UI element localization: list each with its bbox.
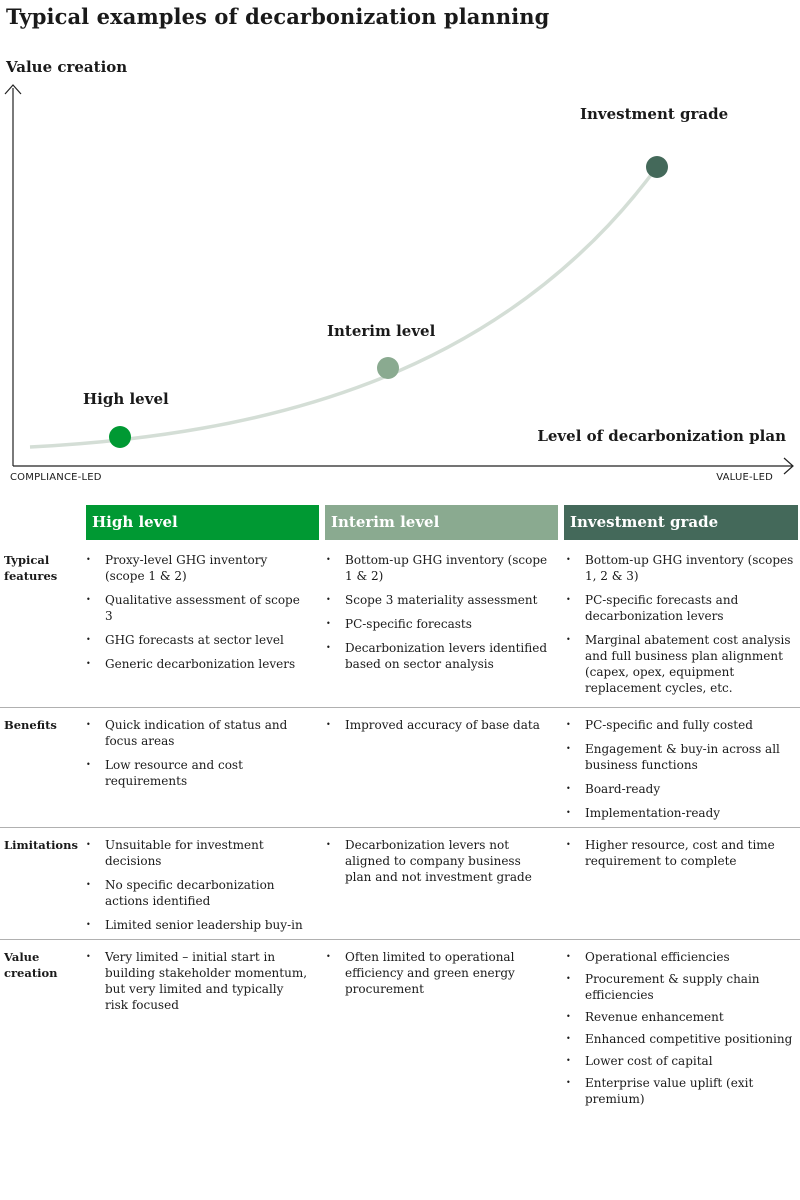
- header-high-level: High level: [86, 505, 319, 540]
- cell-benefits-interim-level: Improved accuracy of base data: [326, 717, 548, 741]
- x-axis-end-label: VALUE-LED: [716, 472, 773, 483]
- list-item: Decarbonization levers not aligned to co…: [326, 837, 548, 885]
- list-item: Implementation-ready: [566, 805, 798, 821]
- x-axis-arrow: [783, 457, 794, 475]
- bullet-list: Higher resource, cost and time requireme…: [566, 837, 798, 869]
- y-axis-arrow: [4, 84, 22, 95]
- header-interim-level: Interim level: [325, 505, 558, 540]
- column-headers: High level Interim level Investment grad…: [0, 505, 800, 540]
- bullet-list: Bottom-up GHG inventory (scopes 1, 2 & 3…: [566, 552, 798, 696]
- bullet-list: Unsuitable for investment decisions No sp…: [86, 837, 308, 933]
- list-item: Higher resource, cost and time requireme…: [566, 837, 798, 869]
- row-label: Value creation: [4, 950, 58, 980]
- interim-level-point: [377, 357, 399, 379]
- row-typical-features: Typical features Proxy-level GHG inventor…: [0, 543, 800, 707]
- list-item: Generic decarbonization levers: [86, 656, 308, 672]
- investment-grade-point: [646, 156, 668, 178]
- list-item: Marginal abatement cost analysis and ful…: [566, 632, 798, 696]
- list-item: Bottom-up GHG inventory (scope 1 & 2): [326, 552, 548, 584]
- cell-typical-features-investment-grade: Bottom-up GHG inventory (scopes 1, 2 & 3…: [566, 552, 798, 704]
- high-level-point-label: High level: [83, 390, 169, 408]
- bullet-list: PC-specific and fully costedEngagement &…: [566, 717, 798, 821]
- list-item: Proxy-level GHG inventory (scope 1 & 2): [86, 552, 308, 584]
- header-investment-grade: Investment grade: [564, 505, 798, 540]
- list-item: Board-ready: [566, 781, 798, 797]
- list-item: Procurement & supply chain efficiencies: [566, 971, 798, 1003]
- list-item: Qualitative assessment of scope 3: [86, 592, 308, 624]
- list-item: PC-specific forecasts: [326, 616, 548, 632]
- investment-grade-point-label: Investment grade: [580, 105, 729, 123]
- list-item: Revenue enhancement: [566, 1009, 798, 1025]
- list-item: Bottom-up GHG inventory (scopes 1, 2 & 3…: [566, 552, 798, 584]
- bullet-list: Decarbonization levers not aligned to co…: [326, 837, 548, 885]
- list-item: Engagement & buy-in across all business …: [566, 741, 798, 773]
- y-axis-label: Value creation: [6, 58, 128, 76]
- list-item: PC-specific and fully costed: [566, 717, 798, 733]
- cell-benefits-investment-grade: PC-specific and fully costedEngagement &…: [566, 717, 798, 829]
- row-limitations: Limitations Unsuitable for investment dec…: [0, 827, 800, 939]
- x-axis-label: Level of decarbonization plan: [537, 427, 786, 445]
- bullet-list: Improved accuracy of base data: [326, 717, 548, 733]
- list-item: Very limited – initial start in building…: [86, 949, 308, 1013]
- interim-level-point-label: Interim level: [327, 322, 436, 340]
- row-label: Typical features: [4, 553, 58, 583]
- list-item: Enhanced competitive positioning: [566, 1031, 798, 1047]
- cell-limitations-investment-grade: Higher resource, cost and time requireme…: [566, 837, 798, 877]
- cell-value-creation-investment-grade: Operational efficienciesProcurement & su…: [566, 949, 798, 1113]
- list-item: Operational efficiencies: [566, 949, 798, 965]
- row-benefits: Benefits Quick indication of status and f…: [0, 707, 800, 827]
- list-item: Scope 3 materiality assessment: [326, 592, 548, 608]
- row-label: Limitations: [4, 838, 78, 852]
- bullet-list: Quick indication of status and focus are…: [86, 717, 308, 789]
- row-label: Benefits: [4, 718, 57, 732]
- bullet-list: Often limited to operational efficiency …: [326, 949, 548, 997]
- maturity-chart: Value creation Level of decarbonization …: [0, 50, 800, 500]
- cell-typical-features-interim-level: Bottom-up GHG inventory (scope 1 & 2) Sco…: [326, 552, 548, 680]
- list-item: Improved accuracy of base data: [326, 717, 548, 733]
- bullet-list: Operational efficienciesProcurement & su…: [566, 949, 798, 1107]
- cell-value-creation-interim-level: Often limited to operational efficiency …: [326, 949, 548, 1005]
- bullet-list: Very limited – initial start in building…: [86, 949, 308, 1013]
- list-item: GHG forecasts at sector level: [86, 632, 308, 648]
- list-item: Enterprise value uplift (exit premium): [566, 1075, 798, 1107]
- list-item: Often limited to operational efficiency …: [326, 949, 548, 997]
- chart-axes: [4, 84, 794, 475]
- list-item: Limited senior leadership buy-in: [86, 917, 308, 933]
- list-item: PC-specific forecasts and decarbonizatio…: [566, 592, 798, 624]
- list-item: Decarbonization levers identified based …: [326, 640, 548, 672]
- cell-typical-features-high-level: Proxy-level GHG inventory (scope 1 & 2) Q…: [86, 552, 308, 680]
- list-item: Unsuitable for investment decisions: [86, 837, 308, 869]
- bullet-list: Proxy-level GHG inventory (scope 1 & 2) Q…: [86, 552, 308, 672]
- cell-limitations-interim-level: Decarbonization levers not aligned to co…: [326, 837, 548, 893]
- chart-canvas: [4, 84, 794, 475]
- cell-value-creation-high-level: Very limited – initial start in building…: [86, 949, 308, 1021]
- list-item: Low resource and cost requirements: [86, 757, 308, 789]
- cell-limitations-high-level: Unsuitable for investment decisions No sp…: [86, 837, 308, 941]
- bullet-list: Bottom-up GHG inventory (scope 1 & 2) Sco…: [326, 552, 548, 672]
- list-item: No specific decarbonization actions iden…: [86, 877, 308, 909]
- x-axis-start-label: COMPLIANCE-LED: [10, 472, 102, 483]
- page-title: Typical examples of decarbonization plan…: [6, 4, 550, 29]
- list-item: Quick indication of status and focus are…: [86, 717, 308, 749]
- row-value-creation: Value creation Very limited – initial sta…: [0, 939, 800, 1139]
- cell-benefits-high-level: Quick indication of status and focus are…: [86, 717, 308, 797]
- list-item: Lower cost of capital: [566, 1053, 798, 1069]
- high-level-point: [109, 426, 131, 448]
